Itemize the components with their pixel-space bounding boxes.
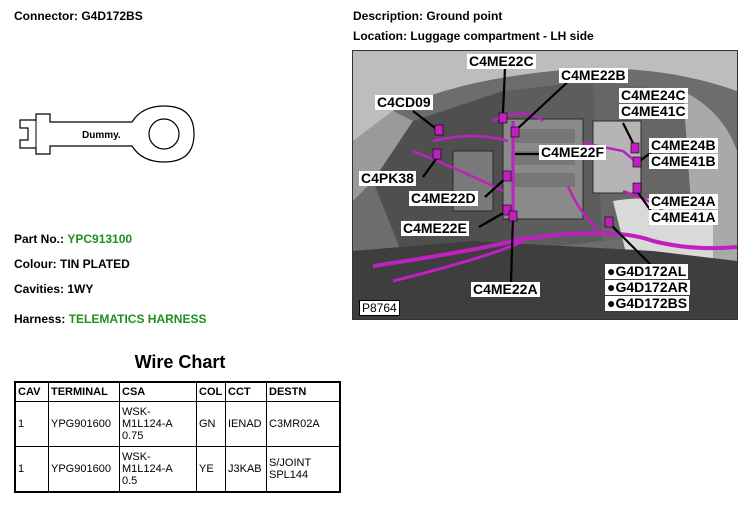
cell-csa: WSK- M1L124-A 0.75 xyxy=(119,401,197,447)
harness-line: Harness: TELEMATICS HARNESS xyxy=(14,312,207,326)
cell-destn: C3MR02A xyxy=(266,401,341,447)
cell-csa-line: 0.5 xyxy=(122,475,138,487)
colour-value: TIN PLATED xyxy=(60,257,130,271)
cell-csa-line: WSK- xyxy=(122,406,151,418)
ring-terminal-drawing: Dummy. xyxy=(19,105,195,163)
callout-c4me22a: C4ME22A xyxy=(471,281,540,297)
description-value: Ground point xyxy=(426,9,503,23)
wire-chart-header-row: CAV TERMINAL CSA COL CCT DESTN xyxy=(14,381,341,402)
table-row: 1 YPG901600 WSK- M1L124-A 0.5 YE J3KAB S… xyxy=(14,446,341,493)
photo-illustration xyxy=(353,51,737,319)
callout-c4me41c: C4ME41C xyxy=(619,103,688,119)
connector-heading: Connector: G4D172BS xyxy=(14,9,143,23)
harness-value: TELEMATICS HARNESS xyxy=(68,312,207,326)
cell-col: YE xyxy=(196,446,226,493)
part-no-label: Part No.: xyxy=(14,232,65,246)
callout-c4pk38: C4PK38 xyxy=(359,170,416,186)
callout-c4me22c: C4ME22C xyxy=(467,53,536,69)
location-value: Luggage compartment - LH side xyxy=(410,29,594,43)
table-row: 1 YPG901600 WSK- M1L124-A 0.75 GN IENAD … xyxy=(14,401,341,447)
callout-g4d172bs: ●G4D172BS xyxy=(605,295,690,311)
callout-c4me24a: C4ME24A xyxy=(649,193,718,209)
colour-line: Colour: TIN PLATED xyxy=(14,257,130,271)
cell-cct: J3KAB xyxy=(225,446,267,493)
callout-c4me24c: C4ME24C xyxy=(619,87,688,103)
location-photo: C4ME22C C4ME22B C4CD09 C4ME24C C4ME41C C… xyxy=(352,50,738,320)
cell-cct: IENAD xyxy=(225,401,267,447)
header-col: COL xyxy=(196,381,226,402)
cell-destn-line: SPL144 xyxy=(269,469,309,481)
colour-label: Colour: xyxy=(14,257,57,271)
cavities-value: 1WY xyxy=(67,282,94,296)
cell-csa: WSK- M1L124-A 0.5 xyxy=(119,446,197,493)
cavities-line: Cavities: 1WY xyxy=(14,282,93,296)
callout-c4me41a: C4ME41A xyxy=(649,209,718,225)
description-line: Description: Ground point xyxy=(353,9,502,23)
header-csa: CSA xyxy=(119,381,197,402)
wire-chart-title: Wire Chart xyxy=(134,352,226,372)
header-destn: DESTN xyxy=(266,381,341,402)
cell-cav: 1 xyxy=(14,401,49,447)
callout-c4me41b: C4ME41B xyxy=(649,153,718,169)
header-cct: CCT xyxy=(225,381,267,402)
cavities-label: Cavities: xyxy=(14,282,65,296)
cell-destn-line: C3MR02A xyxy=(269,418,320,430)
callout-c4me22d: C4ME22D xyxy=(409,190,478,206)
photo-reference: P8764 xyxy=(359,300,400,316)
connector-value: G4D172BS xyxy=(81,9,143,23)
part-no-value: YPC913100 xyxy=(67,232,133,246)
header-cav: CAV xyxy=(14,381,49,402)
cell-destn: S/JOINT SPL144 xyxy=(266,446,341,493)
callout-c4me22e: C4ME22E xyxy=(401,220,469,236)
callout-g4d172al: ●G4D172AL xyxy=(605,263,689,279)
cell-csa-line: M1L124-A xyxy=(122,418,173,430)
cell-destn-line: S/JOINT xyxy=(269,457,312,469)
location-line: Location: Luggage compartment - LH side xyxy=(353,29,594,43)
callout-c4me22b: C4ME22B xyxy=(559,67,628,83)
location-label: Location: xyxy=(353,29,407,43)
callout-c4me24b: C4ME24B xyxy=(649,137,718,153)
connector-label: Connector: xyxy=(14,9,78,23)
cell-csa-line: WSK- xyxy=(122,451,151,463)
callout-g4d172ar: ●G4D172AR xyxy=(605,279,690,295)
description-label: Description: xyxy=(353,9,424,23)
cell-terminal: YPG901600 xyxy=(48,401,120,447)
connector-drawing-label: Dummy. xyxy=(82,130,121,141)
cell-csa-line: M1L124-A xyxy=(122,463,173,475)
cell-col: GN xyxy=(196,401,226,447)
callout-c4cd09: C4CD09 xyxy=(375,94,433,110)
harness-label: Harness: xyxy=(14,312,66,326)
wire-chart-table: CAV TERMINAL CSA COL CCT DESTN 1 YPG9016… xyxy=(14,381,341,493)
part-no-line: Part No.: YPC913100 xyxy=(14,232,132,246)
cell-terminal: YPG901600 xyxy=(48,446,120,493)
callout-c4me22f: C4ME22F xyxy=(539,144,607,160)
cell-csa-line: 0.75 xyxy=(122,430,144,442)
header-terminal: TERMINAL xyxy=(48,381,120,402)
cell-cav: 1 xyxy=(14,446,49,493)
